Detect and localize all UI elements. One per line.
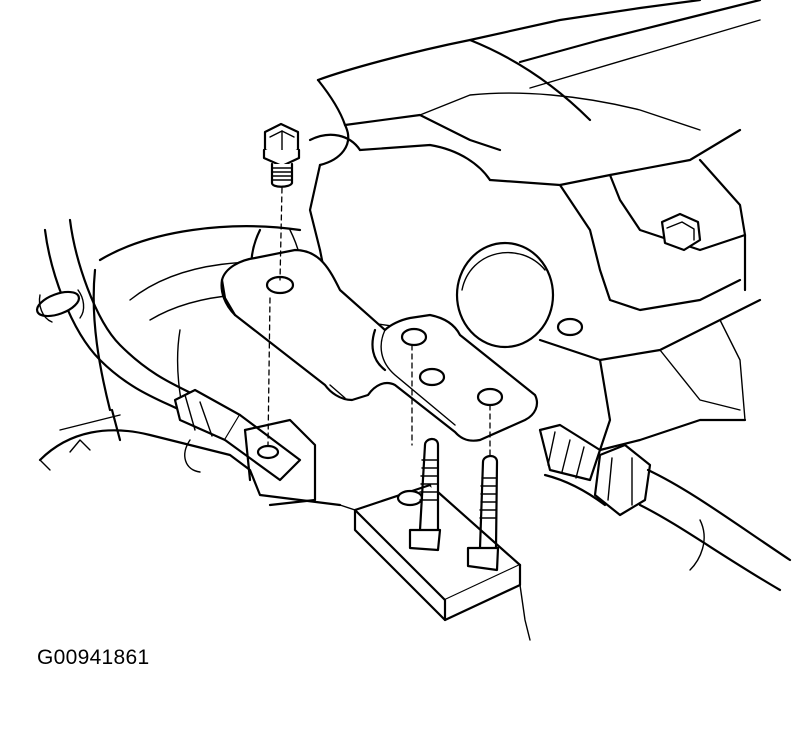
- alignment-lines: [267, 187, 491, 456]
- stud-left: [408, 437, 442, 552]
- bolt: [262, 122, 301, 188]
- stud-right: [466, 454, 500, 572]
- hydraulic-line-right: [538, 423, 792, 592]
- engine-mount-body: [38, 225, 342, 507]
- bracket: [220, 248, 539, 442]
- figure-code: G00941861: [37, 646, 150, 669]
- engine-housing: [308, 0, 762, 472]
